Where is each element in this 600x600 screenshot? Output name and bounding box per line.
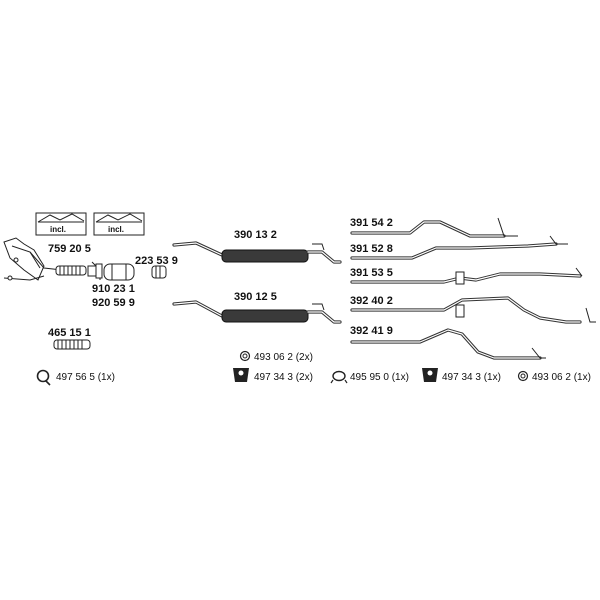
part-number-rear-silencer-b: 390 12 5	[234, 291, 277, 303]
incl-kit-icon: incl.	[35, 212, 87, 236]
incl-kit-icon: incl.	[93, 212, 145, 236]
rear-silencer-a-drawing	[172, 241, 342, 264]
part-number-rear-silencer-a: 390 13 2	[234, 229, 277, 241]
gasket-icon	[239, 350, 251, 362]
part-number-tail-pipe-4: 392 40 2	[350, 295, 393, 307]
tail-pipe-3-drawing	[350, 267, 583, 285]
accessory-rubber-mount-a: 497 34 3 (2x)	[254, 372, 313, 383]
accessory-gasket-right: 493 06 2 (1x)	[532, 372, 591, 383]
tail-pipe-4-drawing	[350, 296, 596, 324]
accessory-gasket-top: 493 06 2 (2x)	[254, 352, 313, 363]
incl-label-2: incl.	[108, 225, 124, 234]
part-number-flex-pipe: 465 15 1	[48, 327, 91, 339]
part-number-tail-pipe-3: 391 53 5	[350, 267, 393, 279]
accessory-ring-clamp: 495 95 0 (1x)	[350, 372, 409, 383]
part-number-tail-pipe-5: 392 41 9	[350, 325, 393, 337]
clamp-icon	[36, 369, 51, 386]
part-number-tail-pipe-2: 391 52 8	[350, 243, 393, 255]
part-number-front-pipe-a: 910 23 1	[92, 283, 135, 295]
part-number-front-pipe-b: 920 59 9	[92, 297, 135, 309]
ring-clamp-icon	[330, 370, 348, 384]
rubber-mount-icon	[422, 368, 438, 382]
part-number-cat-kit: 759 20 5	[48, 243, 91, 255]
rear-silencer-b-drawing	[172, 300, 342, 324]
accessory-rubber-mount-b: 497 34 3 (1x)	[442, 372, 501, 383]
tail-pipe-2-drawing	[350, 235, 568, 260]
sleeve-drawing	[151, 265, 167, 279]
rubber-mount-icon	[233, 368, 249, 382]
front-pipe-drawing	[91, 261, 135, 281]
flex-pipe-drawing	[53, 339, 91, 350]
tail-pipe-1-drawing	[350, 217, 518, 238]
tail-pipe-5-drawing	[350, 328, 546, 360]
incl-label-1: incl.	[50, 225, 66, 234]
gasket-icon	[517, 370, 529, 382]
part-number-tail-pipe-1: 391 54 2	[350, 217, 393, 229]
part-number-sleeve: 223 53 9	[135, 255, 178, 267]
accessory-clamp: 497 56 5 (1x)	[56, 372, 115, 383]
